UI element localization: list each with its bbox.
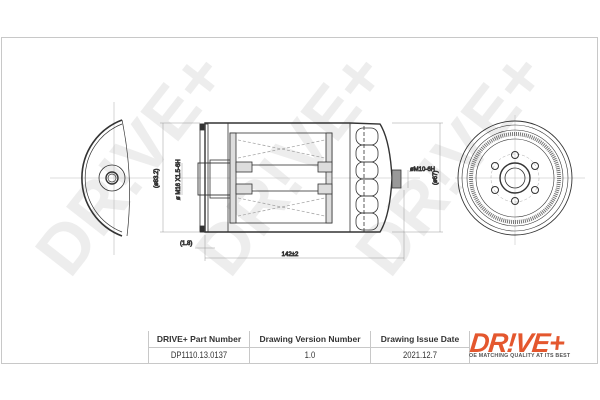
issue-date-column: Drawing Issue Date 2021.12.7 — [371, 331, 470, 363]
end-view — [455, 115, 585, 245]
dim-thread-outlet: øM10-6H — [410, 167, 435, 173]
section-view: (1.8) 142±2 (ø83.2) ø M16 X1.5-6H øM10-6… — [154, 122, 443, 261]
version-header: Drawing Version Number — [250, 331, 370, 348]
drive-plus-logo: DR!VE+ OE MATCHING QUALITY AT ITS BEST — [466, 328, 596, 362]
dim-end-diameter: (ø67) — [433, 171, 439, 185]
issue-date-value: 2021.12.7 — [402, 350, 438, 360]
issue-date-header: Drawing Issue Date — [371, 331, 469, 348]
frame-divider — [1, 363, 598, 364]
part-number-value: DP1110.13.0137 — [170, 350, 228, 360]
dim-outer-diameter: (ø83.2) — [154, 169, 160, 188]
drawing-frame — [1, 37, 598, 363]
part-number-header: DRIVE+ Part Number — [149, 331, 249, 348]
part-number-column: DRIVE+ Part Number DP1110.13.0137 — [149, 331, 250, 363]
side-half-view — [50, 102, 160, 255]
dim-length: 142±2 — [282, 252, 299, 258]
version-column: Drawing Version Number 1.0 — [250, 331, 371, 363]
dim-thread-inlet: ø M16 X1.5-6H — [176, 159, 182, 200]
version-value: 1.0 — [304, 350, 316, 360]
dim-offset: (1.8) — [180, 241, 192, 247]
title-block: DRIVE+ Part Number DP1110.13.0137 Drawin… — [148, 331, 470, 363]
logo-tagline: OE MATCHING QUALITY AT ITS BEST — [469, 353, 571, 359]
